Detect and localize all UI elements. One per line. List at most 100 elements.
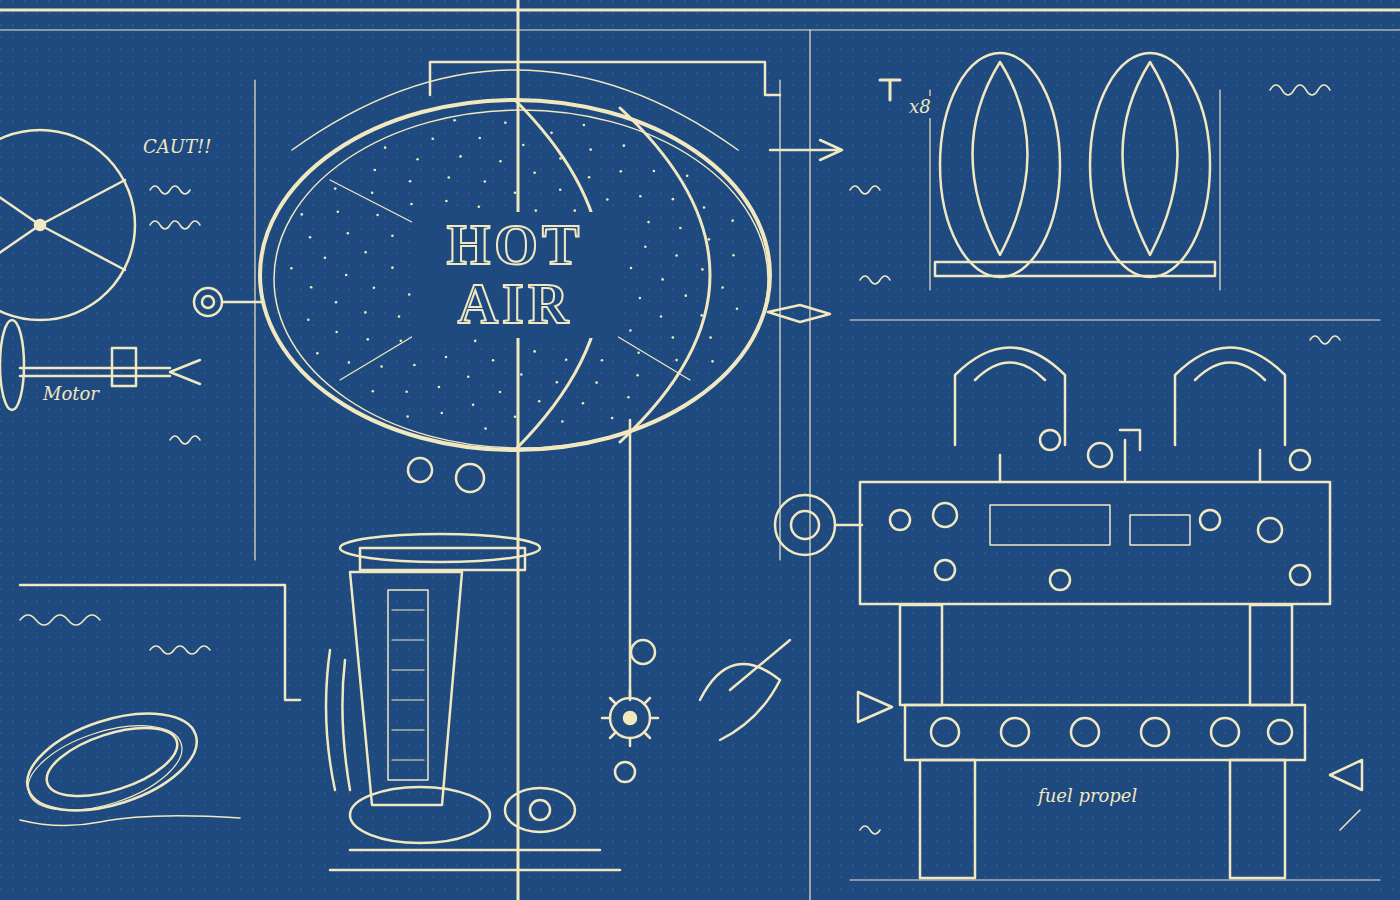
wing-loops: [930, 53, 1220, 290]
gear-train-part: [602, 690, 658, 746]
ring-sketch-part: [20, 816, 240, 826]
gear-train: [602, 420, 790, 782]
stipple-dot: [589, 148, 592, 151]
stipple-dot: [300, 213, 303, 216]
stipple-dot: [639, 297, 642, 300]
stipple-dot: [583, 124, 586, 127]
stipple-dot: [647, 221, 650, 224]
stipple-dot: [391, 234, 394, 237]
stipple-dot: [623, 144, 626, 147]
stipple-dot: [675, 254, 678, 257]
stipple-dot: [595, 381, 598, 384]
engine-block-part: [990, 505, 1110, 545]
pedestal-part: [326, 650, 350, 790]
stipple-dot: [400, 339, 403, 342]
scribble-notes-part: [860, 276, 890, 284]
drive-bar-part: [858, 692, 892, 722]
engine-block: [775, 430, 1330, 604]
frame-lines-part: [0, 29, 1400, 30]
wing-loops-part: [973, 62, 1028, 255]
stipple-dot: [316, 352, 319, 355]
drive-bar-part: [931, 718, 959, 746]
drive-bar-part: [1330, 760, 1362, 790]
stipple-dot: [732, 254, 735, 257]
shaft-sketch-part: [20, 375, 170, 378]
engine-block-part: [935, 560, 955, 580]
stipple-dot: [644, 245, 647, 248]
scribble-notes-part: [860, 810, 1360, 834]
stipple-dot: [601, 359, 604, 362]
stipple-dot: [376, 214, 379, 217]
stipple-dot: [701, 268, 704, 271]
stipple-dot: [561, 420, 564, 423]
stipple-dot: [588, 176, 591, 179]
stipple-dot: [672, 336, 675, 339]
stipple-dot: [467, 375, 470, 378]
engine-block-part: [860, 482, 1330, 604]
frame-lines-part: [809, 30, 810, 900]
stipple-dot: [324, 257, 327, 260]
scribble-notes: [20, 80, 1360, 834]
stipple-dot: [660, 315, 663, 318]
stipple-dot: [504, 121, 507, 124]
stipple-dot: [703, 206, 706, 209]
pedestal-part: [505, 788, 575, 832]
scribble-notes-part: [1270, 85, 1330, 95]
engine-block-part: [791, 511, 819, 539]
stipple-dot: [484, 427, 487, 430]
stipple-dot: [550, 132, 553, 135]
drive-bar-part: [905, 705, 1305, 760]
gear-train-part: [629, 420, 632, 700]
stipple-dot: [611, 417, 614, 420]
stipple-dot: [474, 340, 477, 343]
scribble-notes-part: [850, 186, 880, 194]
wheel-sketch-part: [40, 225, 125, 270]
stipple-dot: [479, 137, 482, 140]
stipple-dot: [671, 382, 674, 385]
balloon-fittings: [194, 62, 842, 450]
stipple-dot: [384, 146, 387, 149]
scribble-notes-part: [170, 436, 200, 444]
drive-bar-part: [920, 760, 975, 878]
shaft-sketch-part: [170, 360, 200, 384]
pedestal: [326, 458, 620, 870]
scribble-notes-part: [880, 80, 900, 100]
stipple-dot: [639, 195, 642, 198]
stipple-dot: [538, 400, 541, 403]
stipple-dot: [708, 238, 711, 241]
stipple-dot: [533, 171, 536, 174]
nose-cones-part: [1175, 348, 1285, 446]
engine-block-part: [1200, 510, 1220, 530]
stipple-dot: [290, 267, 293, 270]
stipple-dot: [398, 315, 401, 318]
shaft-sketch-part: [20, 367, 170, 370]
engine-block-part: [775, 495, 835, 555]
balloon-outline: [260, 100, 770, 450]
stipple-dot: [447, 176, 450, 179]
part-name: fuel propel: [1035, 785, 1140, 807]
stipple-dot: [380, 365, 383, 368]
engine-block-part: [890, 510, 910, 530]
wing-loops-part: [940, 53, 1060, 277]
stipple-dot: [477, 205, 480, 208]
stipple-dot: [484, 180, 487, 183]
engine-block-part: [933, 503, 957, 527]
balloon-outline: [274, 110, 768, 448]
stipple-dot: [636, 374, 639, 377]
gear-train-part: [700, 664, 780, 740]
stipple-dot: [653, 170, 656, 173]
stipple-dot: [438, 386, 441, 389]
stipple-dot: [684, 294, 687, 297]
stipple-dot: [335, 301, 338, 304]
pedestal-part: [530, 800, 550, 820]
balloon-fittings-part: [430, 62, 780, 95]
wing-loops-part: [930, 90, 1220, 290]
stipple-dot: [556, 381, 559, 384]
stipple-dot: [309, 236, 312, 239]
engine-block-part: [1290, 565, 1310, 585]
stipple-dot: [334, 187, 337, 190]
engine-block-part: [1050, 570, 1070, 590]
stipple-dot: [391, 266, 394, 269]
balloon-fittings-part: [620, 108, 710, 442]
